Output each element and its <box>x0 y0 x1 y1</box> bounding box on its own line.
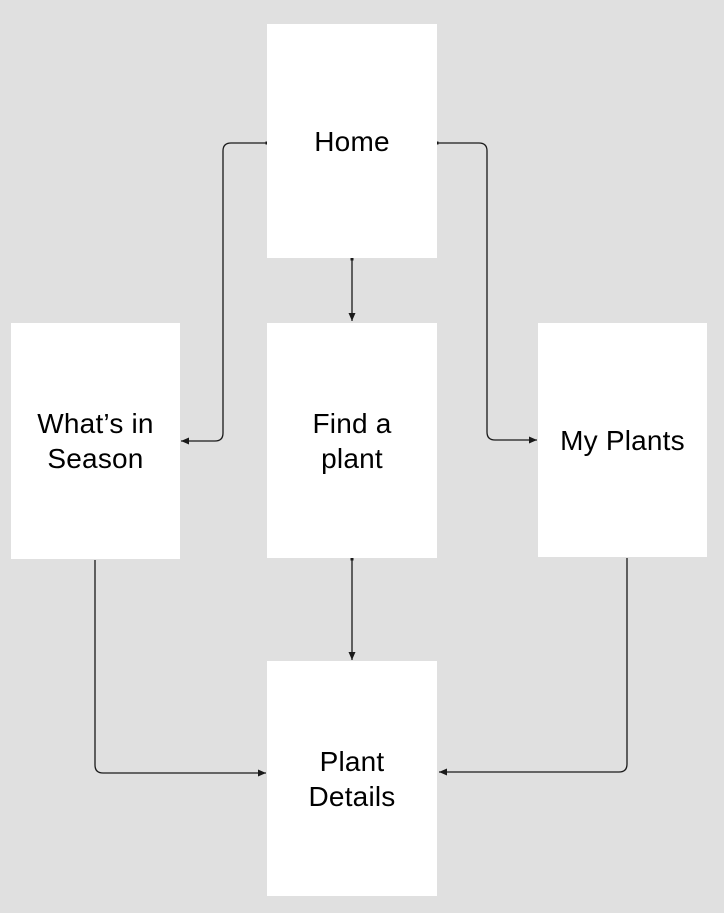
node-find-a-plant-label: Find a plant <box>312 407 392 474</box>
node-home[interactable]: Home <box>267 24 437 258</box>
node-whats-in-season[interactable]: What’s in Season <box>11 323 180 559</box>
node-plant-details[interactable]: Plant Details <box>267 661 437 896</box>
edge-start-dot <box>435 141 439 145</box>
edge-home-to-my-plants <box>437 142 537 444</box>
node-my-plants-label: My Plants <box>560 424 685 456</box>
edge-home-to-whats-in-season <box>181 142 267 445</box>
node-find-a-plant[interactable]: Find a plant <box>267 323 437 558</box>
node-whats-in-season-label: What’s in Season <box>37 408 154 474</box>
node-plant-details-label: Plant Details <box>308 745 396 812</box>
edge-start-dot <box>350 257 354 261</box>
edge-start-dot <box>350 557 354 561</box>
node-home-label: Home <box>314 125 390 157</box>
node-my-plants[interactable]: My Plants <box>538 323 707 557</box>
edge-my-plants-to-plant-details <box>439 558 628 776</box>
edge-whats-in-season-to-plant-details <box>94 560 266 777</box>
